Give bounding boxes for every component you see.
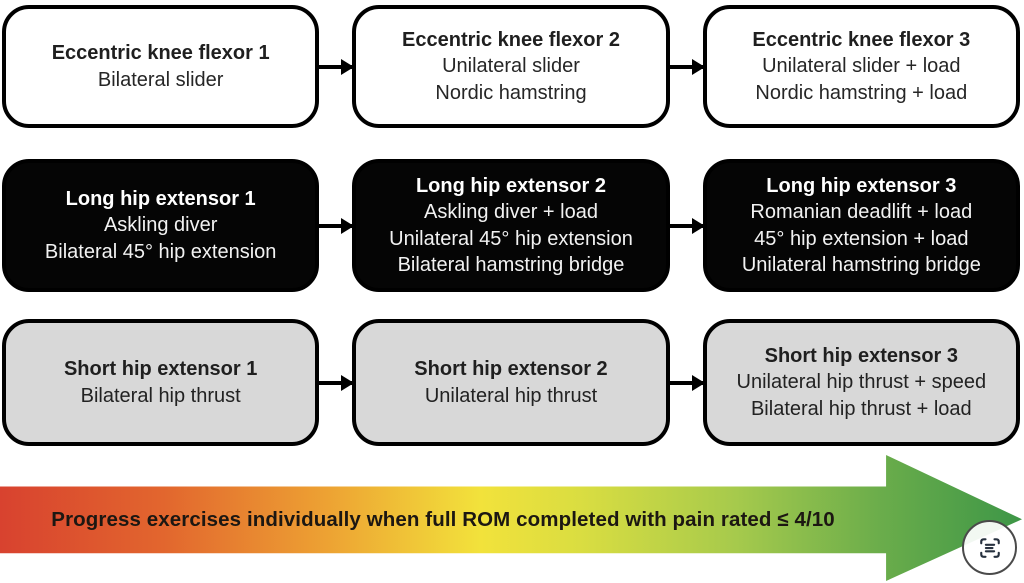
row-short-hip-extensor: Short hip extensor 1 Bilateral hip thrus…: [2, 319, 1020, 446]
right-arrow-icon: [669, 223, 703, 228]
box-line: Askling diver: [103, 214, 218, 237]
box-line: Askling diver + load: [424, 201, 598, 223]
box-line: Unilateral 45° hip extension: [389, 227, 633, 250]
box-line: Nordic hamstring: [435, 81, 587, 104]
box-title: Long hip extensor 1: [65, 187, 256, 210]
right-arrow-icon: [319, 64, 353, 69]
box-line: Bilateral hip thrust: [80, 384, 241, 407]
box-line: Bilateral slider: [97, 68, 224, 91]
box-title: Short hip extensor 3: [764, 344, 958, 367]
right-arrow-icon: [669, 380, 703, 385]
box-line: Unilateral hip thrust + speed: [736, 371, 987, 394]
box-line: Unilateral hamstring bridge: [741, 254, 981, 276]
box-long-hip-extensor-3: Long hip extensor 3 Romanian deadlift + …: [702, 159, 1020, 292]
box-line: Romanian deadlift + load: [750, 201, 973, 223]
box-eccentric-knee-flexor-1: Eccentric knee flexor 1 Bilateral slider: [2, 5, 320, 128]
box-line: Bilateral 45° hip extension: [44, 240, 277, 263]
box-line: Bilateral hamstring bridge: [397, 254, 625, 276]
box-short-hip-extensor-2: Short hip extensor 2 Unilateral hip thru…: [352, 319, 670, 446]
box-eccentric-knee-flexor-2: Eccentric knee flexor 2 Unilateral slide…: [352, 5, 670, 128]
text-scan-icon[interactable]: [962, 520, 1017, 575]
box-title: Long hip extensor 3: [766, 174, 957, 197]
right-arrow-icon: [319, 380, 353, 385]
box-line: Unilateral hip thrust: [424, 384, 598, 407]
box-title: Long hip extensor 2: [415, 174, 606, 197]
row-long-hip-extensor: Long hip extensor 1 Askling diver Bilate…: [2, 159, 1020, 292]
text-scan-glyph: [979, 537, 1000, 558]
progress-arrow-label: Progress exercises individually when ful…: [51, 507, 835, 531]
box-line: Nordic hamstring + load: [755, 81, 968, 104]
progress-arrow: Progress exercises individually when ful…: [0, 455, 1022, 581]
box-title: Eccentric knee flexor 3: [752, 28, 971, 51]
box-long-hip-extensor-2: Long hip extensor 2 Askling diver + load…: [352, 159, 670, 292]
right-arrow-icon: [669, 64, 703, 69]
box-long-hip-extensor-1: Long hip extensor 1 Askling diver Bilate…: [2, 159, 320, 292]
box-short-hip-extensor-3: Short hip extensor 3 Unilateral hip thru…: [702, 319, 1020, 446]
box-line: Unilateral slider: [442, 55, 580, 78]
box-line: 45° hip extension + load: [754, 227, 969, 250]
box-eccentric-knee-flexor-3: Eccentric knee flexor 3 Unilateral slide…: [702, 5, 1020, 128]
progression-grid: Eccentric knee flexor 1 Bilateral slider…: [0, 5, 1024, 446]
box-line: Unilateral slider + load: [762, 55, 961, 78]
right-arrow-icon: [319, 223, 353, 228]
box-line: Bilateral hip thrust + load: [750, 397, 972, 420]
row-eccentric-knee-flexor: Eccentric knee flexor 1 Bilateral slider…: [2, 5, 1020, 128]
box-title: Eccentric knee flexor 1: [51, 42, 270, 64]
box-short-hip-extensor-1: Short hip extensor 1 Bilateral hip thrus…: [2, 319, 320, 446]
box-title: Eccentric knee flexor 2: [402, 28, 620, 51]
box-title: Short hip extensor 1: [63, 358, 258, 380]
box-title: Short hip extensor 2: [414, 358, 608, 380]
